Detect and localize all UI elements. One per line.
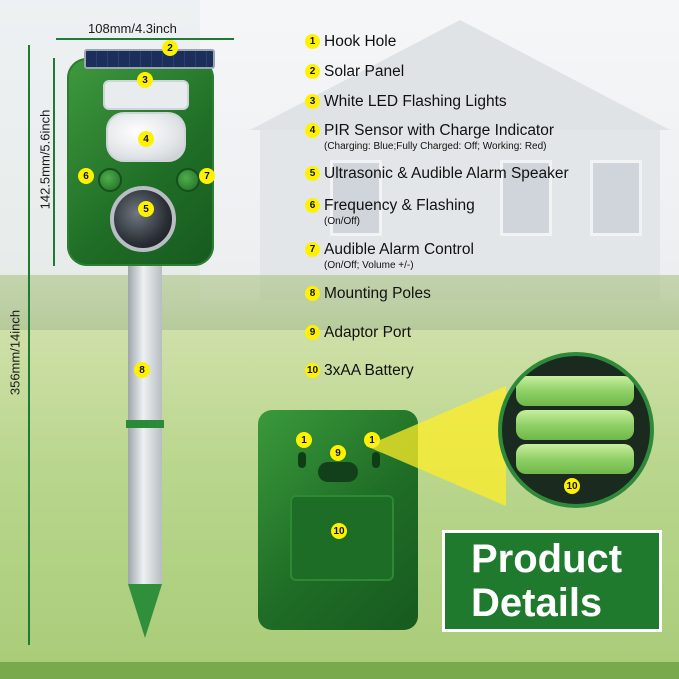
label-mounting-poles: 8 Mounting Poles bbox=[305, 285, 431, 302]
label-text: Frequency & Flashing bbox=[324, 197, 475, 214]
label-number: 2 bbox=[305, 64, 320, 79]
battery-cell bbox=[516, 444, 634, 474]
label-number: 6 bbox=[305, 198, 320, 213]
adaptor-port bbox=[318, 462, 358, 482]
label-hook-hole: 1 Hook Hole bbox=[305, 33, 396, 50]
label-number: 8 bbox=[305, 286, 320, 301]
product-details-banner: Product Details bbox=[442, 530, 662, 632]
label-number: 4 bbox=[305, 123, 320, 138]
marker-3: 3 bbox=[137, 72, 153, 88]
width-dimension-label: 108mm/4.3inch bbox=[88, 21, 177, 36]
body-height-dimension-label: 142.5mm/5.6inch bbox=[37, 109, 53, 210]
label-text: 3xAA Battery bbox=[324, 362, 414, 379]
marker-9: 9 bbox=[330, 445, 346, 461]
marker-10: 10 bbox=[331, 523, 347, 539]
label-battery: 10 3xAA Battery bbox=[305, 362, 414, 379]
marker-5: 5 bbox=[138, 201, 154, 217]
label-number: 9 bbox=[305, 325, 320, 340]
label-text: Mounting Poles bbox=[324, 285, 431, 302]
label-number: 7 bbox=[305, 242, 320, 257]
label-frequency: 6 Frequency & Flashing (On/Off) bbox=[305, 197, 475, 228]
label-pir-sensor: 4 PIR Sensor with Charge Indicator (Char… bbox=[305, 122, 554, 153]
label-speaker: 5 Ultrasonic & Audible Alarm Speaker bbox=[305, 165, 569, 182]
zoom-beam bbox=[366, 386, 506, 506]
body-height-dimension-line bbox=[53, 58, 55, 266]
marker-8: 8 bbox=[134, 362, 150, 378]
label-subtext: (On/Off) bbox=[324, 216, 360, 227]
background-window bbox=[590, 160, 642, 236]
background-ground bbox=[0, 662, 679, 679]
banner-line-1: Product bbox=[471, 537, 623, 581]
alarm-knob bbox=[176, 168, 200, 192]
hook-hole bbox=[298, 452, 306, 468]
label-subtext: (On/Off; Volume +/-) bbox=[324, 260, 414, 271]
ground-spike bbox=[128, 584, 162, 638]
label-text: Audible Alarm Control bbox=[324, 241, 474, 258]
total-height-dimension-label: 356mm/14inch bbox=[7, 309, 23, 396]
marker-10: 10 bbox=[564, 478, 580, 494]
background-window bbox=[330, 160, 382, 236]
marker-4: 4 bbox=[138, 131, 154, 147]
battery-cell bbox=[516, 376, 634, 406]
label-adaptor-port: 9 Adaptor Port bbox=[305, 324, 411, 341]
label-text: Hook Hole bbox=[324, 33, 397, 50]
label-text: Solar Panel bbox=[324, 63, 405, 80]
label-text: PIR Sensor with Charge Indicator bbox=[324, 122, 555, 139]
led-lights bbox=[103, 80, 189, 110]
label-subtext: (Charging: Blue;Fully Charged: Off; Work… bbox=[324, 141, 547, 152]
pole-joint bbox=[126, 420, 164, 428]
solar-panel bbox=[84, 49, 215, 69]
background-house-roof bbox=[250, 20, 670, 130]
banner-line-2: Details bbox=[471, 581, 603, 625]
label-led-lights: 3 White LED Flashing Lights bbox=[305, 93, 507, 110]
battery-zoom bbox=[498, 352, 654, 508]
label-alarm-control: 7 Audible Alarm Control (On/Off; Volume … bbox=[305, 241, 474, 272]
frequency-knob bbox=[98, 168, 122, 192]
marker-2: 2 bbox=[162, 40, 178, 56]
label-number: 5 bbox=[305, 166, 320, 181]
label-text: Ultrasonic & Audible Alarm Speaker bbox=[324, 165, 569, 182]
label-text: White LED Flashing Lights bbox=[324, 93, 507, 110]
label-number: 10 bbox=[305, 363, 320, 378]
label-number: 3 bbox=[305, 94, 320, 109]
speaker bbox=[110, 186, 176, 252]
battery-cell bbox=[516, 410, 634, 440]
label-text: Adaptor Port bbox=[324, 324, 412, 341]
marker-1: 1 bbox=[296, 432, 312, 448]
marker-7: 7 bbox=[199, 168, 215, 184]
total-height-dimension-line bbox=[28, 45, 30, 645]
background-window bbox=[500, 160, 552, 236]
width-dimension-line bbox=[56, 38, 234, 40]
label-number: 1 bbox=[305, 34, 320, 49]
marker-6: 6 bbox=[78, 168, 94, 184]
label-solar-panel: 2 Solar Panel bbox=[305, 63, 404, 80]
